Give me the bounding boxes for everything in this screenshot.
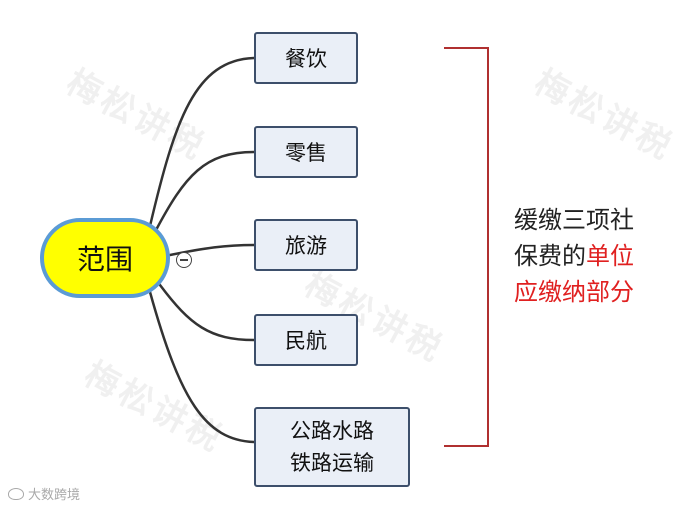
note-line-3: 应缴纳部分 bbox=[514, 278, 634, 306]
collapse-icon[interactable] bbox=[176, 252, 192, 268]
note-line-2-normal: 保费的 bbox=[514, 242, 586, 270]
source-watermark: 大数跨境 bbox=[8, 484, 80, 503]
branch-label: 餐饮 bbox=[285, 47, 327, 71]
annotation-note: 缓缴三项社 保费的单位 应缴纳部分 bbox=[514, 202, 684, 310]
branch-node-tourism[interactable]: 旅游 bbox=[254, 219, 358, 271]
note-line-1: 缓缴三项社 bbox=[514, 206, 634, 234]
note-line-2-highlight: 单位 bbox=[586, 242, 634, 270]
branch-node-civil-aviation[interactable]: 民航 bbox=[254, 314, 358, 366]
source-text: 大数跨境 bbox=[28, 488, 81, 503]
branch-label-line2: 铁路运输 bbox=[290, 451, 374, 475]
note-line-2: 保费的单位 bbox=[514, 238, 684, 274]
branch-label-line1: 公路水路 bbox=[290, 419, 374, 443]
connector-line bbox=[148, 56, 256, 228]
root-label: 范围 bbox=[76, 243, 133, 276]
branch-node-retail[interactable]: 零售 bbox=[254, 126, 358, 178]
root-node[interactable]: 范围 bbox=[40, 218, 170, 298]
branch-node-catering[interactable]: 餐饮 bbox=[254, 32, 358, 84]
weibo-logo-icon bbox=[8, 487, 24, 500]
branch-label: 零售 bbox=[285, 141, 327, 165]
branch-node-transport[interactable]: 公路水路 铁路运输 bbox=[254, 407, 410, 487]
connector-line bbox=[148, 290, 256, 444]
branch-label: 民航 bbox=[285, 329, 327, 353]
bracket bbox=[444, 47, 489, 447]
connector-line bbox=[158, 283, 256, 342]
branch-label: 旅游 bbox=[285, 234, 327, 258]
connector-line bbox=[153, 150, 256, 234]
